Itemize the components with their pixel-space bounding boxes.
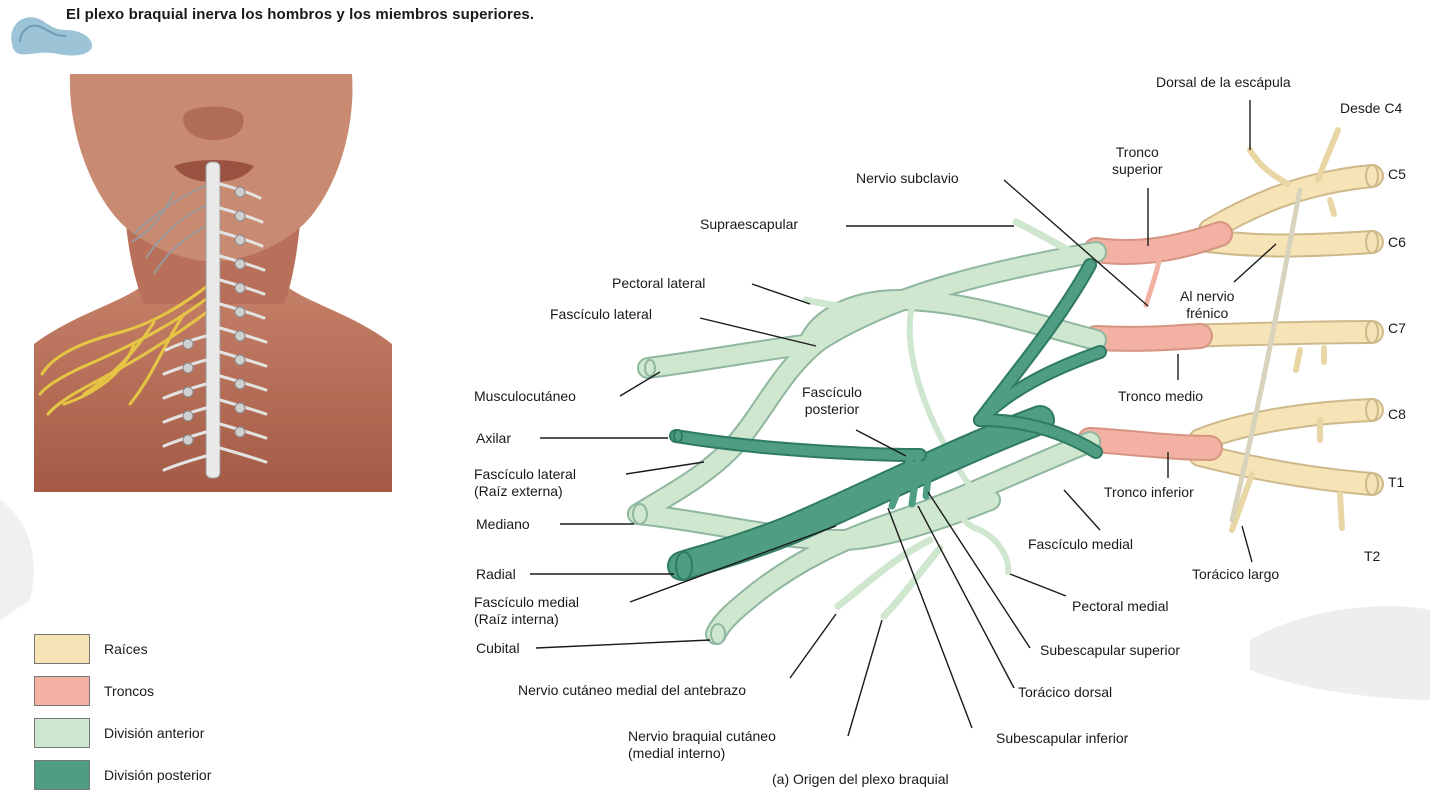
label-fasciculo-medial: Fascículo medial — [1028, 536, 1133, 553]
label-t1: T1 — [1388, 474, 1404, 491]
label-fasciculo-lateral-raiz: Fascículo lateral (Raíz externa) — [474, 466, 576, 500]
label-cubital: Cubital — [476, 640, 520, 657]
legend-item-raices: Raíces — [34, 628, 274, 670]
legend-item-division-anterior: División anterior — [34, 712, 274, 754]
label-nervio-subclavio: Nervio subclavio — [856, 170, 959, 187]
label-subescapular-inferior: Subescapular inferior — [996, 730, 1128, 747]
label-al-nervio-frenico: Al nervio frénico — [1180, 288, 1234, 322]
label-supraescapular: Supraescapular — [700, 216, 798, 233]
label-nervio-braquial-cutaneo: Nervio braquial cutáneo (medial interno) — [628, 728, 776, 762]
label-radial: Radial — [476, 566, 516, 583]
legend-swatch — [34, 760, 90, 790]
label-fasciculo-posterior: Fascículo posterior — [802, 384, 862, 418]
legend-label: Raíces — [104, 641, 148, 657]
figure-caption: (a) Origen del plexo braquial — [772, 771, 949, 787]
label-fasciculo-lateral: Fascículo lateral — [550, 306, 652, 323]
label-tronco-inferior: Tronco inferior — [1104, 484, 1194, 501]
label-toracico-largo: Torácico largo — [1192, 566, 1279, 583]
label-pectoral-medial: Pectoral medial — [1072, 598, 1169, 615]
legend-swatch — [34, 718, 90, 748]
legend-item-troncos: Troncos — [34, 670, 274, 712]
legend-swatch — [34, 676, 90, 706]
label-musculocutaneo: Musculocutáneo — [474, 388, 576, 405]
label-c6: C6 — [1388, 234, 1406, 251]
label-c7: C7 — [1388, 320, 1406, 337]
label-fasciculo-medial-raiz: Fascículo medial (Raíz interna) — [474, 594, 579, 628]
label-axilar: Axilar — [476, 430, 511, 447]
label-c8: C8 — [1388, 406, 1406, 423]
label-c5: C5 — [1388, 166, 1406, 183]
legend: Raíces Troncos División anterior Divisió… — [34, 628, 274, 796]
legend-label: División posterior — [104, 767, 211, 783]
label-subescapular-superior: Subescapular superior — [1040, 642, 1180, 659]
legend-label: Troncos — [104, 683, 154, 699]
legend-item-division-posterior: División posterior — [34, 754, 274, 796]
label-nervio-cutaneo-antebrazo: Nervio cutáneo medial del antebrazo — [518, 682, 746, 699]
legend-label: División anterior — [104, 725, 204, 741]
label-desde-c4: Desde C4 — [1340, 100, 1402, 117]
label-mediano: Mediano — [476, 516, 530, 533]
label-t2: T2 — [1364, 548, 1380, 565]
legend-swatch — [34, 634, 90, 664]
label-tronco-superior: Tronco superior — [1112, 144, 1163, 178]
label-dorsal-escapula: Dorsal de la escápula — [1156, 74, 1291, 91]
label-tronco-medio: Tronco medio — [1118, 388, 1203, 405]
label-pectoral-lateral: Pectoral lateral — [612, 275, 705, 292]
label-toracico-dorsal: Torácico dorsal — [1018, 684, 1112, 701]
